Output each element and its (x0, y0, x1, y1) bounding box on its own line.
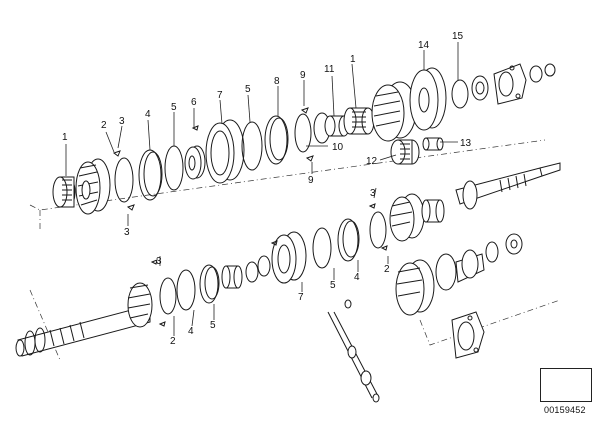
callout-1-bearing-left: 1 (62, 132, 68, 143)
callouts: 1 2 3 4 5 6 7 5 8 9 11 1 14 15 10 9 3 12… (62, 31, 472, 347)
bearing-lower-right (421, 199, 445, 223)
needle-bearing-lower (221, 265, 243, 289)
callout-7-lower: 7 (298, 292, 304, 303)
sleeve-13 (422, 137, 444, 151)
output-flange-upper (493, 63, 527, 105)
callout-9-upper: 9 (300, 70, 306, 81)
callout-7-upper: 7 (217, 90, 223, 101)
callout-5-upper: 5 (171, 102, 177, 113)
countershaft-gears (395, 233, 523, 316)
needle-bearing-upper (343, 107, 375, 135)
needle-bearing-12 (390, 139, 420, 165)
callout-11: 11 (324, 64, 335, 75)
callout-8-upper: 8 (274, 76, 280, 87)
reference-box (540, 368, 592, 402)
callout-4-right: 4 (354, 272, 360, 283)
gear-wheel-lower-right (389, 193, 425, 242)
callout-15: 15 (452, 31, 464, 42)
callout-3-upper-left: 3 (119, 116, 125, 127)
callout-1-bearing-upper: 1 (350, 54, 356, 65)
sliding-sleeve-lower (271, 231, 307, 284)
callout-5-upper-b: 5 (245, 84, 251, 95)
callout-5-right: 5 (330, 280, 336, 291)
callout-2-upper: 2 (101, 120, 107, 131)
sliding-sleeve-upper (205, 119, 245, 184)
callout-4-upper: 4 (145, 109, 151, 120)
callout-6-upper: 6 (191, 97, 197, 108)
synchro-hub-upper (184, 145, 206, 180)
ball-bearing-upper (471, 75, 489, 101)
callout-14: 14 (418, 40, 430, 51)
output-flange-lower (451, 311, 485, 359)
gear-wheel-14 (409, 67, 447, 131)
callout-4-lower: 4 (188, 326, 194, 337)
lower-assembly (15, 162, 561, 403)
callout-9-lower: 9 (308, 175, 314, 186)
needle-bearing-left (52, 176, 76, 208)
gear-wheel-left (75, 158, 111, 215)
callout-3-lower-left: 3 (156, 256, 162, 267)
selector-rod (327, 299, 380, 403)
callout-12: 12 (366, 156, 378, 167)
diagram-id: 00159452 (544, 405, 586, 415)
callout-2-right: 2 (384, 264, 390, 275)
callout-2-lower: 2 (170, 336, 176, 347)
callout-13: 13 (460, 138, 472, 149)
sync-ring-left (114, 157, 134, 203)
shim-ring-15 (451, 79, 469, 109)
gear-wheel-large-upper (371, 81, 417, 142)
input-shaft (455, 162, 561, 210)
callout-10: 10 (332, 142, 344, 153)
callout-3-left-lower: 3 (124, 227, 130, 238)
callout-3-right: 3 (370, 188, 376, 199)
main-shaft (15, 282, 153, 357)
upper-assembly (52, 63, 556, 215)
callout-5-lower: 5 (210, 320, 216, 331)
section-dividers (29, 139, 561, 361)
leader-lines (65, 42, 459, 336)
